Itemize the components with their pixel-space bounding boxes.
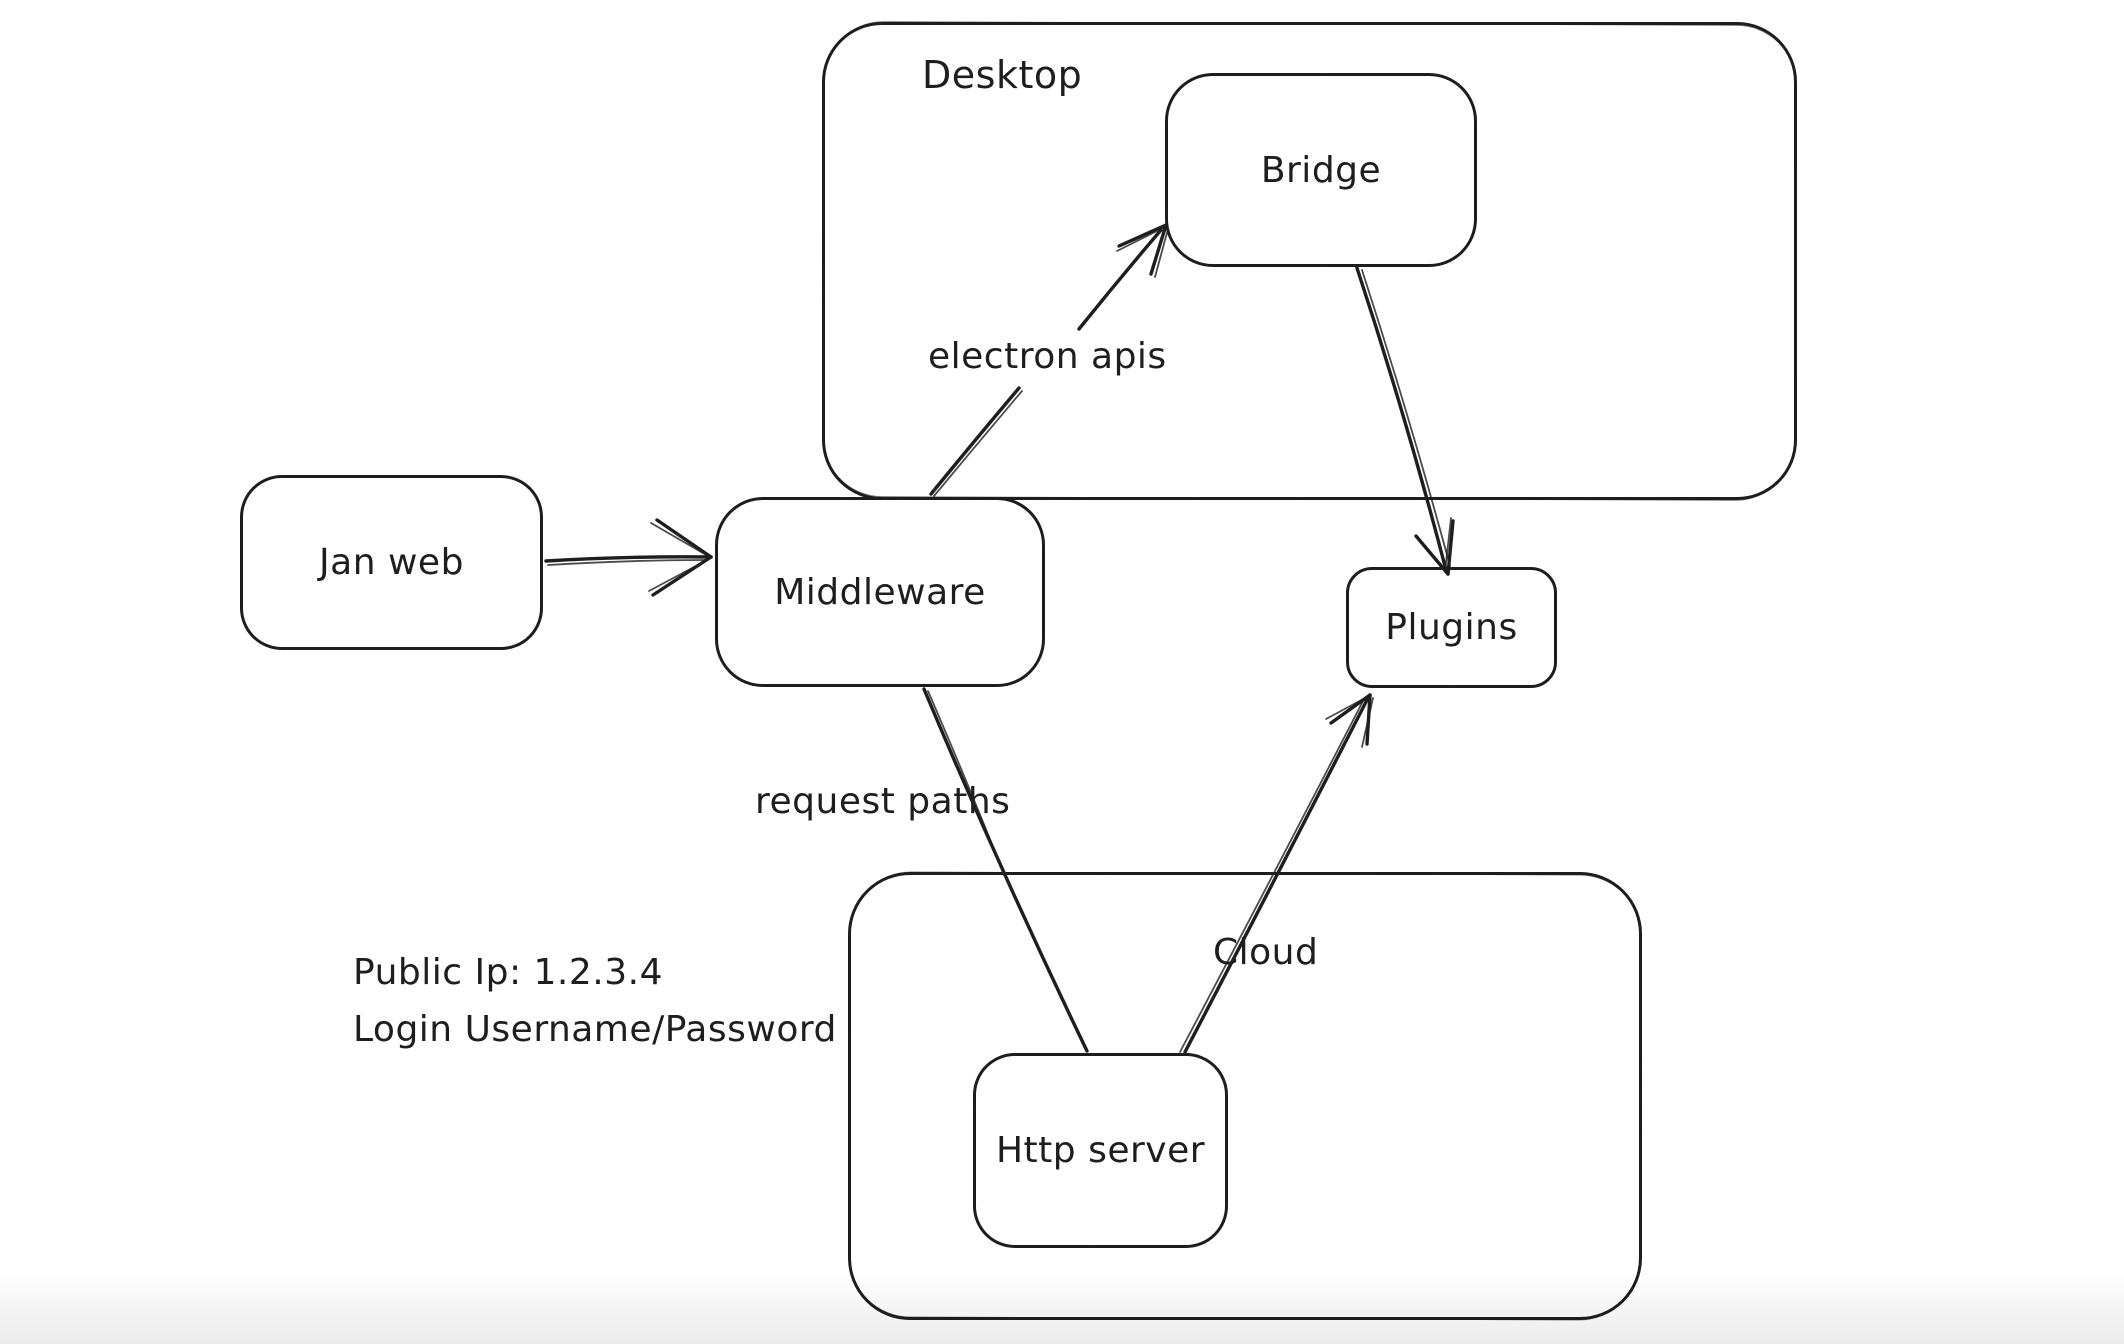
edge-label-electron-apis[interactable]: electron apis bbox=[928, 336, 1167, 377]
node-jan-web-label: Jan web bbox=[319, 542, 464, 583]
node-http-server[interactable]: Http server bbox=[973, 1053, 1228, 1248]
canvas-bottom-shade bbox=[0, 1269, 2124, 1344]
node-jan-web[interactable]: Jan web bbox=[240, 475, 543, 650]
container-desktop[interactable] bbox=[822, 22, 1797, 500]
node-bridge[interactable]: Bridge bbox=[1165, 73, 1477, 267]
node-middleware-label: Middleware bbox=[774, 571, 986, 613]
node-plugins[interactable]: Plugins bbox=[1346, 567, 1557, 688]
node-bridge-label: Bridge bbox=[1260, 149, 1382, 191]
annotation-public-ip[interactable]: Public Ip: 1.2.3.4 bbox=[353, 952, 663, 993]
node-http-server-label: Http server bbox=[995, 1130, 1206, 1171]
container-desktop-label[interactable]: Desktop bbox=[922, 53, 1083, 97]
annotation-login-credentials[interactable]: Login Username/Password bbox=[353, 1009, 837, 1050]
arrow-janweb-to-middleware[interactable] bbox=[544, 518, 713, 597]
node-middleware[interactable]: Middleware bbox=[715, 497, 1045, 687]
container-cloud-label[interactable]: Cloud bbox=[1213, 932, 1319, 973]
node-plugins-label: Plugins bbox=[1385, 607, 1518, 648]
edge-label-request-paths[interactable]: request paths bbox=[755, 781, 1011, 822]
